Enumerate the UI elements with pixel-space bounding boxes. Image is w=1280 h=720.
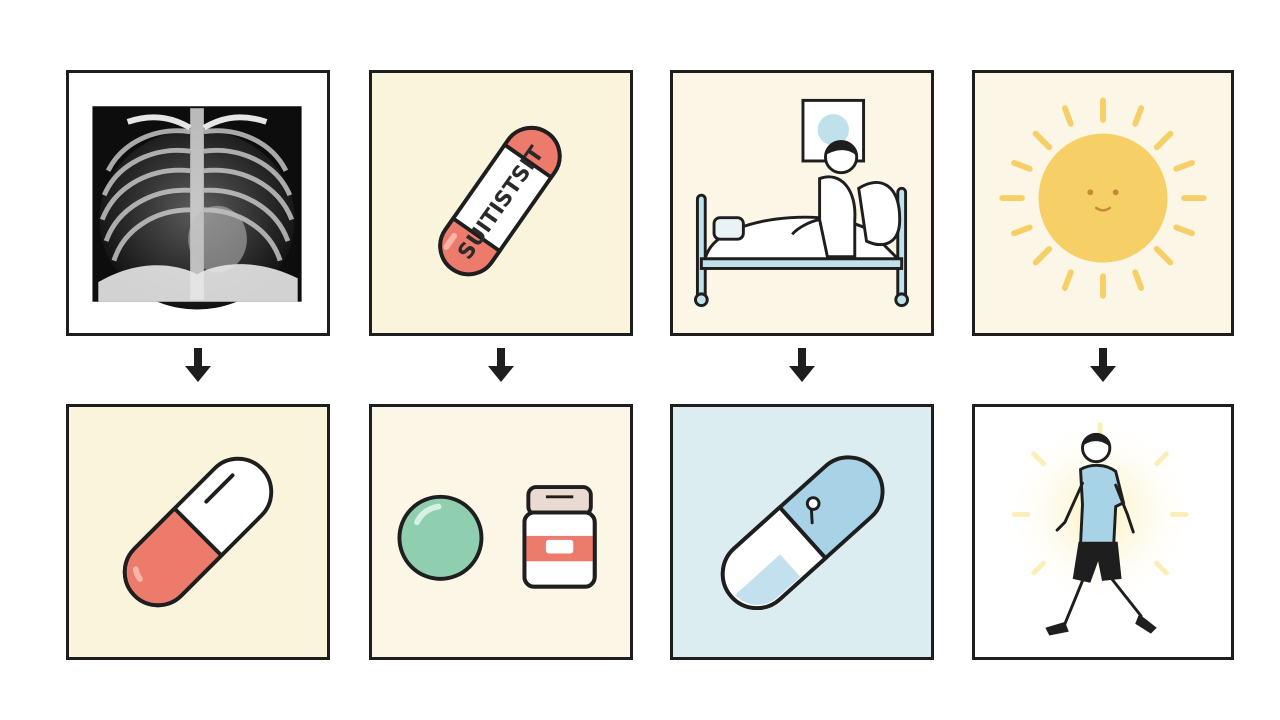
panel-chest-xray	[66, 70, 330, 336]
panel-walking-person	[972, 404, 1234, 660]
hospital-bed-icon	[694, 98, 910, 308]
panel-patient-in-bed	[670, 70, 934, 336]
test-tube-icon: SUITISTSIT	[438, 125, 562, 277]
walking-person-icon	[1002, 414, 1198, 636]
panel-sun	[972, 70, 1234, 336]
tablet-vial-icon	[397, 485, 597, 589]
xray-icon	[92, 106, 302, 310]
arrow-down-icon	[1088, 348, 1118, 384]
capsule-icon	[122, 456, 274, 608]
sun-icon	[999, 97, 1207, 299]
arrow-down-icon	[787, 348, 817, 384]
panel-test-tube: SUITISTSIT	[369, 70, 633, 336]
panel-blue-white-capsule	[670, 404, 934, 660]
panel-red-white-capsule	[66, 404, 330, 660]
panel-tablet-and-vial	[369, 404, 633, 660]
capsule-icon	[720, 455, 885, 611]
arrow-down-icon	[486, 348, 516, 384]
arrow-down-icon	[183, 348, 213, 384]
